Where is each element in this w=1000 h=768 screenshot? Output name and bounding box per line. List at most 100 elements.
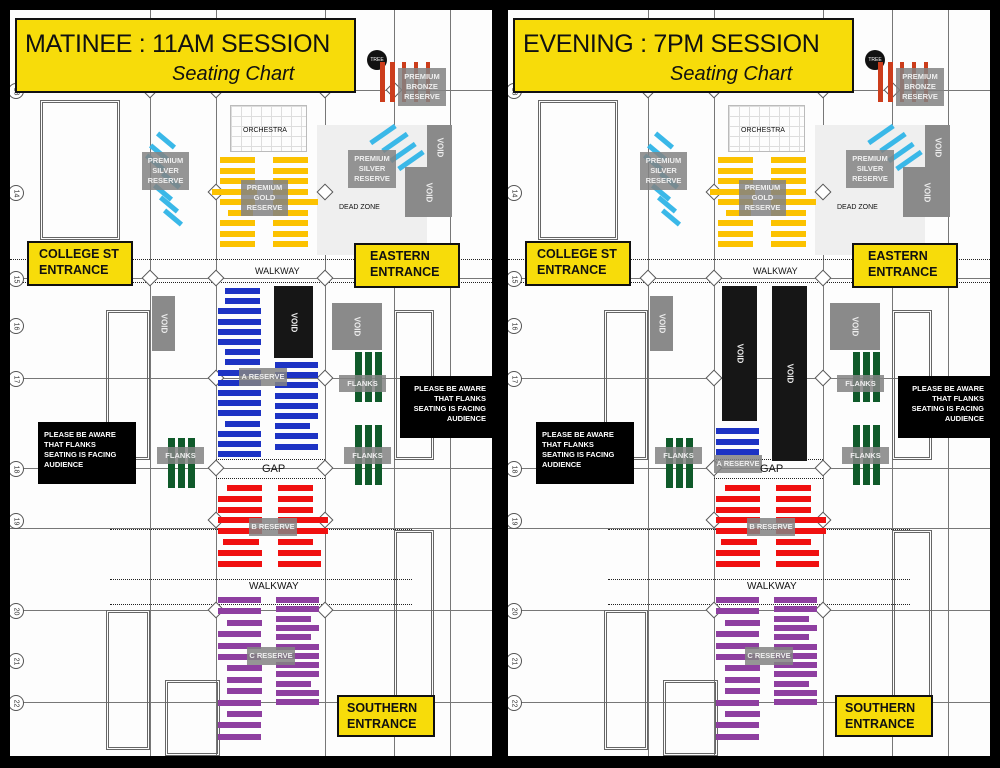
premium-gold-row	[771, 230, 806, 237]
premium-gold-row	[220, 167, 255, 174]
c-reserve-row	[227, 676, 262, 683]
flanks-left-label: FLANKS	[157, 447, 204, 464]
session-title: MATINEE : 11AM SESSION	[25, 30, 331, 58]
flanks-notice-left: PLEASE BE AWARE THAT FLANKS SEATING IS F…	[536, 422, 634, 484]
walkway-bottom-line	[110, 604, 412, 605]
premium-gold-label: PREMIUM GOLD RESERVE	[739, 180, 786, 216]
premium-bronze-label: PREMIUM BRONZE RESERVE	[398, 68, 446, 106]
zone-label: C RESERVE	[747, 651, 791, 660]
premium-gold-row	[220, 157, 255, 163]
zone-label: FLANKS	[165, 450, 196, 460]
flanks-right-top-label: FLANKS	[837, 375, 884, 392]
grid-number-marker: 15	[10, 271, 24, 287]
c-reserve-row	[276, 652, 319, 659]
session-subtitle: Seating Chart	[670, 63, 793, 85]
notice-text: PLEASE BE AWARE THAT FLANKS SEATING IS F…	[44, 430, 117, 469]
grid-number: 20	[12, 607, 20, 615]
a-reserve-row	[275, 433, 318, 440]
c-reserve-row	[276, 662, 319, 669]
a-reserve-row	[218, 441, 261, 447]
c-reserve-row	[774, 643, 817, 650]
c-reserve-row	[774, 615, 809, 622]
c-reserve-row	[774, 662, 817, 669]
premium-gold-row	[771, 178, 806, 184]
session-title-banner: MATINEE : 11AM SESSION Seating Chart	[15, 18, 356, 93]
grid-number-marker: 20	[508, 603, 522, 619]
b-reserve-label: B RESERVE	[249, 518, 297, 536]
b-reserve-row	[716, 495, 760, 502]
flanks-right-top-label: FLANKS	[339, 375, 386, 392]
grid-number: 14	[510, 189, 518, 197]
flanks-notice-right: PLEASE BE AWARE THAT FLANKS SEATING IS F…	[400, 376, 492, 438]
grid-number: 17	[510, 375, 518, 383]
flanks-right-bottom-label: FLANKS	[344, 447, 391, 464]
zone-label: PREMIUM BRONZE RESERVE	[404, 72, 440, 101]
c-reserve-row	[725, 665, 760, 672]
c-reserve-row	[725, 688, 760, 695]
notice-text: PLEASE BE AWARE THAT FLANKS SEATING IS F…	[413, 384, 486, 423]
c-reserve-row	[276, 606, 319, 613]
grid-number: 18	[12, 465, 20, 473]
b-reserve-row	[721, 539, 757, 545]
b-reserve-row	[776, 517, 826, 524]
c-reserve-row	[276, 699, 319, 706]
walkway-top-line	[508, 282, 990, 283]
walkway-label: WALKWAY	[753, 266, 798, 276]
grid-number-marker: 20	[10, 603, 24, 619]
grid-number: 15	[510, 275, 518, 283]
grid-number-marker: 19	[508, 513, 522, 529]
b-reserve-row	[278, 549, 321, 556]
premium-gold-row	[273, 209, 308, 216]
a-reserve-label: A RESERVE	[714, 455, 762, 473]
c-reserve-row	[218, 733, 261, 740]
premium-gold-row	[220, 178, 255, 184]
c-reserve-row	[218, 722, 261, 729]
matinee-seating-panel: FLOOR PLAN 13141516171819202122 MATINEE …	[10, 10, 492, 756]
entrance-line: ENTRANCE	[845, 717, 915, 731]
premium-gold-row	[771, 220, 806, 226]
premium-gold-row	[710, 188, 755, 195]
premium-gold-row	[718, 178, 753, 184]
entrance-line: ENTRANCE	[39, 263, 109, 277]
a-reserve-row	[275, 423, 310, 430]
orchestra-label: ORCHESTRA	[741, 127, 785, 134]
c-reserve-row	[725, 711, 760, 717]
a-reserve-row	[218, 318, 261, 325]
grid-number: 15	[12, 275, 20, 283]
a-reserve-row	[275, 362, 318, 368]
orchestra-area	[728, 105, 805, 152]
entrance-line: SOUTHERN	[845, 701, 916, 715]
c-reserve-row	[218, 608, 261, 615]
a-reserve-row	[218, 390, 261, 396]
tree-label: TREE	[868, 57, 882, 63]
gap-line	[714, 459, 823, 460]
c-reserve-row	[276, 643, 319, 650]
grid-number-marker: 14	[508, 185, 522, 201]
grid-number-marker: 16	[508, 318, 522, 334]
b-reserve-row	[716, 560, 760, 567]
entrance-line: ENTRANCE	[537, 263, 607, 277]
grid-number: 21	[510, 657, 518, 665]
premium-gold-row	[212, 188, 257, 195]
walkway-bottom-line	[110, 579, 412, 580]
premium-gold-row	[718, 241, 753, 247]
premium-bronze-row	[380, 62, 385, 102]
grid-number: 22	[12, 699, 20, 707]
zone-label: FLANKS	[845, 378, 876, 388]
flanks-left-label: FLANKS	[655, 447, 702, 464]
grid-number-marker: 19	[10, 513, 24, 529]
zone-label: PREMIUM SILVER RESERVE	[354, 154, 390, 183]
walkway-bottom-line	[608, 604, 910, 605]
premium-gold-row	[771, 167, 806, 174]
zone-label: PREMIUM BRONZE RESERVE	[902, 72, 938, 101]
c-reserve-row	[276, 597, 319, 603]
grid-number-marker: 16	[10, 318, 24, 334]
void-block: VOID	[772, 286, 807, 461]
c-reserve-row	[725, 619, 760, 626]
a-reserve-row	[218, 430, 261, 437]
a-reserve-row	[275, 443, 318, 450]
grid-number: 19	[12, 517, 20, 525]
a-reserve-row	[218, 451, 261, 458]
premium-silver-left-label: PREMIUM SILVER RESERVE	[142, 152, 189, 190]
